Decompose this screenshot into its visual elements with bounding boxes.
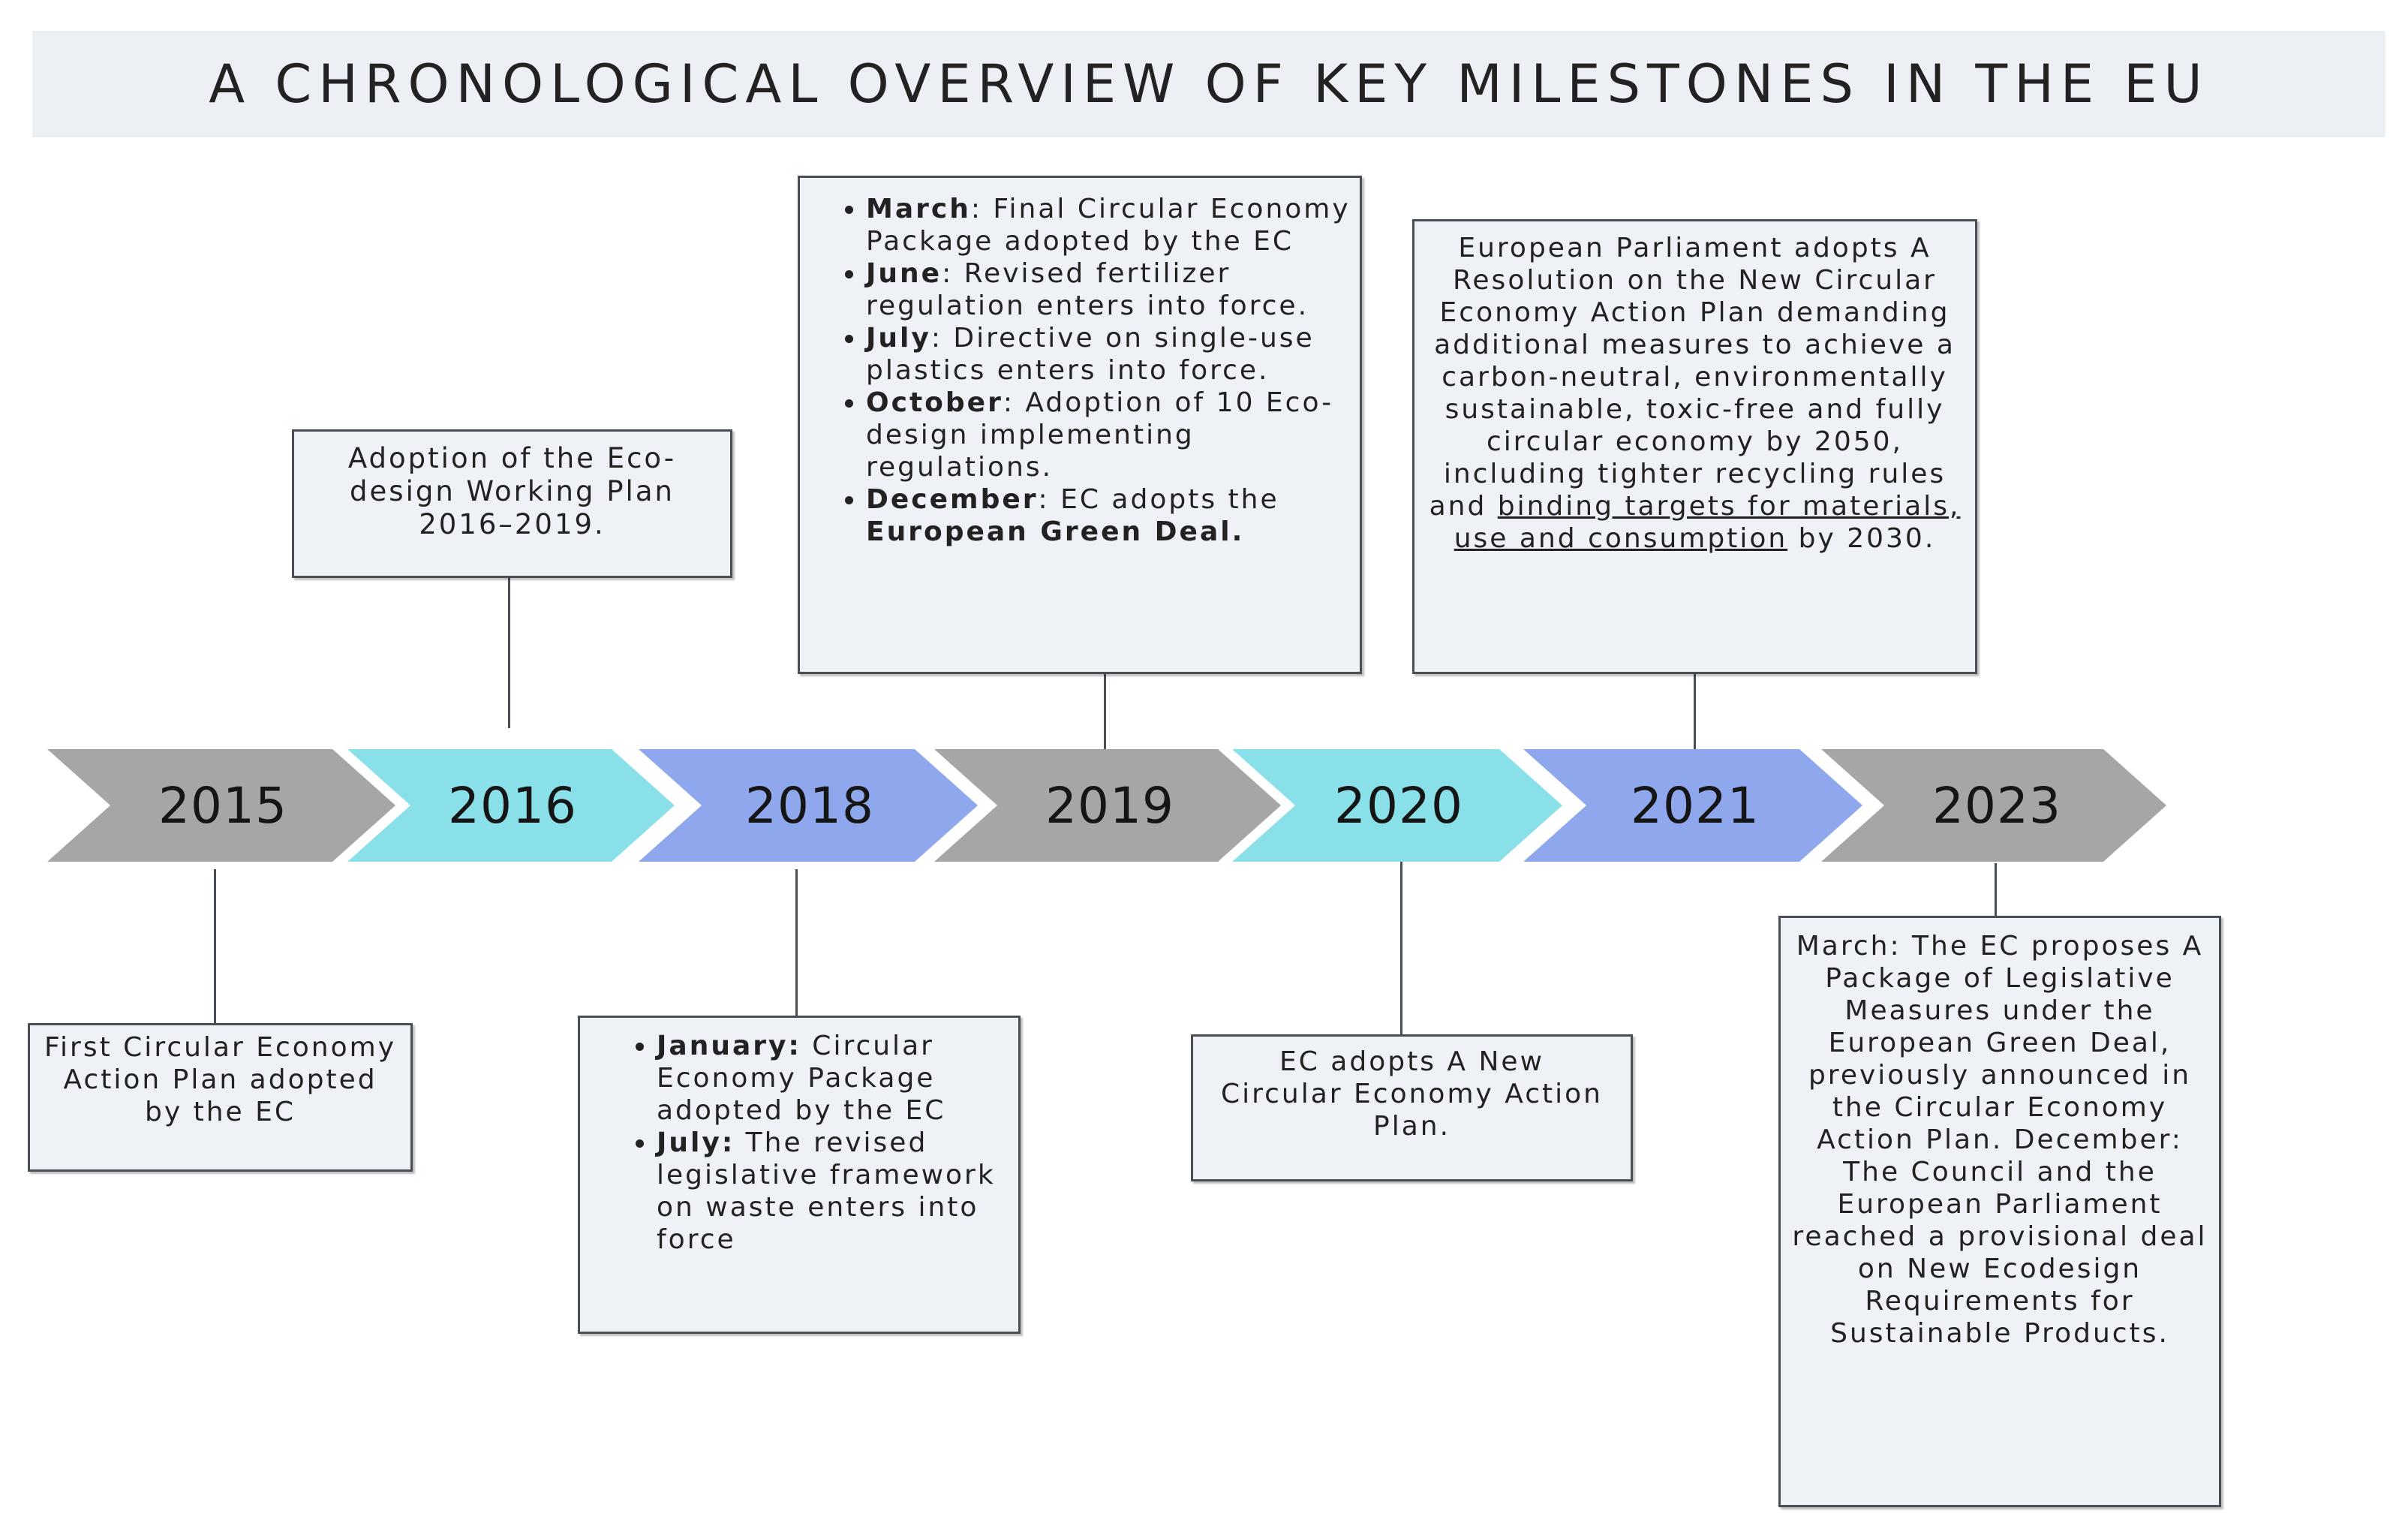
chevron-shape xyxy=(1523,749,1862,862)
item-text: Circular Economy Package adopted by the … xyxy=(657,1031,946,1126)
list-item: July: The revised legislative framework … xyxy=(657,1127,1018,1256)
chevron-2023: 2023 xyxy=(1821,749,2166,862)
milestone-box-2021: European Parliament adopts A Resolution … xyxy=(1412,219,1977,674)
list-item: December: EC adopts the European Green D… xyxy=(866,483,1360,548)
chevron-shape xyxy=(1821,749,2166,862)
year-label-2019: 2019 xyxy=(1045,776,1174,835)
connector-2023 xyxy=(1995,863,1997,916)
list-item: July: Directive on single-use plastics e… xyxy=(866,322,1360,387)
item-text: : Revised fertilizer regulation enters i… xyxy=(866,258,1309,321)
milestone-text: March: The EC proposes A Package of Legi… xyxy=(1792,931,2208,1349)
connector-2016 xyxy=(508,578,510,728)
connector-2021 xyxy=(1694,674,1696,749)
milestone-box-2020: EC adopts A New Circular Economy Action … xyxy=(1191,1034,1633,1181)
item-text: : Final Circular Economy Package adopted… xyxy=(866,194,1351,257)
milestone-list: January: Circular Economy Package adopte… xyxy=(580,1030,1018,1256)
month-label: October xyxy=(866,387,1003,418)
milestone-text: EC adopts A New Circular Economy Action … xyxy=(1220,1046,1604,1142)
month-label: June xyxy=(866,258,942,289)
milestone-list: March: Final Circular Economy Package ad… xyxy=(800,193,1360,548)
item-text: The revised legislative framework on was… xyxy=(657,1127,996,1255)
year-label-2015: 2015 xyxy=(158,776,287,835)
chevron-shape xyxy=(639,749,978,862)
milestone-box-2018: January: Circular Economy Package adopte… xyxy=(578,1016,1021,1334)
milestone-text: European Parliament adopts A Resolution … xyxy=(1429,233,1956,522)
chevron-2021: 2021 xyxy=(1523,749,1862,862)
milestone-text-tail: by 2030. xyxy=(1787,523,1936,554)
year-label-2016: 2016 xyxy=(448,776,577,835)
list-item: January: Circular Economy Package adopte… xyxy=(657,1030,1018,1127)
chevron-shape xyxy=(347,749,675,862)
chevron-shape xyxy=(47,749,395,862)
month-label: March xyxy=(866,194,971,224)
chevron-2015: 2015 xyxy=(47,749,395,862)
milestone-box-2019: March: Final Circular Economy Package ad… xyxy=(798,176,1362,674)
chevron-2020: 2020 xyxy=(1232,749,1562,862)
milestone-text: Adoption of the Eco-design Working Plan … xyxy=(347,442,677,540)
chevron-shape xyxy=(1232,749,1562,862)
chevron-2016: 2016 xyxy=(347,749,675,862)
month-label: July: xyxy=(657,1127,735,1158)
list-item: October: Adoption of 10 Eco-design imple… xyxy=(866,387,1360,483)
year-label-2021: 2021 xyxy=(1631,776,1760,835)
binding-targets-link[interactable]: binding targets for materials, use and c… xyxy=(1454,491,1961,554)
page-title: A CHRONOLOGICAL OVERVIEW OF KEY MILESTON… xyxy=(32,31,2385,137)
milestone-box-2016: Adoption of the Eco-design Working Plan … xyxy=(292,429,732,578)
chevron-2019: 2019 xyxy=(934,749,1281,862)
item-text: : Directive on single-use plastics enter… xyxy=(866,323,1315,386)
chevron-2018: 2018 xyxy=(639,749,978,862)
list-item: June: Revised fertilizer regulation ente… xyxy=(866,257,1360,322)
chevron-shape xyxy=(934,749,1281,862)
list-item: March: Final Circular Economy Package ad… xyxy=(866,193,1360,257)
connector-2015 xyxy=(214,869,216,1023)
item-text: : EC adopts the xyxy=(1038,484,1279,515)
milestone-box-2015: First Circular Economy Action Plan adopt… xyxy=(28,1023,413,1172)
milestone-text: First Circular Economy Action Plan adopt… xyxy=(44,1032,397,1127)
year-label-2018: 2018 xyxy=(745,776,874,835)
milestone-box-2023: March: The EC proposes A Package of Legi… xyxy=(1778,916,2221,1507)
item-emphasis: European Green Deal. xyxy=(866,516,1245,547)
connector-2018 xyxy=(795,869,798,1016)
month-label: January: xyxy=(657,1031,801,1061)
item-text: : Adoption of 10 Eco-design implementing… xyxy=(866,387,1334,483)
connector-2020 xyxy=(1400,862,1402,1034)
year-label-2020: 2020 xyxy=(1334,776,1463,835)
month-label: December xyxy=(866,484,1039,515)
month-label: July xyxy=(866,323,931,354)
year-label-2023: 2023 xyxy=(1932,776,2061,835)
connector-2019 xyxy=(1104,674,1106,749)
